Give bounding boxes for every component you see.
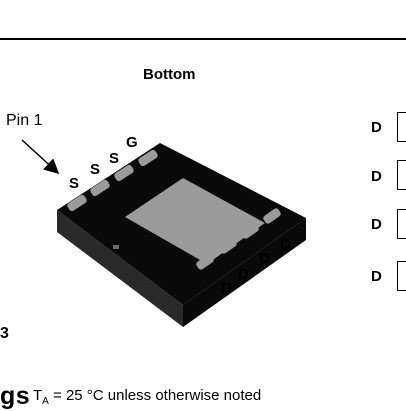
pin-label-d3: D <box>259 250 270 267</box>
side-pin-box-4 <box>397 261 406 291</box>
top-rule <box>0 38 406 40</box>
side-pin-label-2: D <box>371 168 382 185</box>
pin-label-s3: S <box>109 150 120 167</box>
package-side-right <box>183 218 306 327</box>
pin-label-d4: D <box>280 236 291 253</box>
side-pin-box-3 <box>397 209 406 239</box>
lead-pad-bottom <box>241 223 259 239</box>
figure-number: 3 <box>0 325 9 342</box>
pin-label-s2: S <box>90 161 101 178</box>
lead-pad-bottom <box>219 238 237 254</box>
side-pin-label-1: D <box>371 119 382 136</box>
lead-pad-bottom <box>196 254 214 270</box>
lead-pad-left <box>90 179 110 197</box>
pin-label-d1: D <box>221 280 232 297</box>
lead-pad-bottom <box>263 208 281 224</box>
pin1-arrow <box>21 139 60 175</box>
section-heading: gs <box>0 382 31 410</box>
pin1-label: Pin 1 <box>6 112 43 129</box>
side-pin-box-1 <box>397 112 406 142</box>
lead-pad-left <box>67 194 87 212</box>
view-title: Bottom <box>143 66 196 83</box>
package-side-left <box>57 210 183 327</box>
pin-label-d2: D <box>238 266 249 283</box>
pin-label-s1: S <box>69 175 80 192</box>
ratings-condition: TA = 25 °C unless otherwise noted <box>33 387 262 407</box>
pin-label-g: G <box>126 134 138 151</box>
lead-pad-left <box>138 149 158 167</box>
lead-pad-left <box>114 164 134 182</box>
side-pin-label-4: D <box>371 268 382 285</box>
pin1-mark <box>113 245 119 249</box>
side-pin-label-3: D <box>371 216 382 233</box>
side-pin-box-2 <box>397 160 406 190</box>
